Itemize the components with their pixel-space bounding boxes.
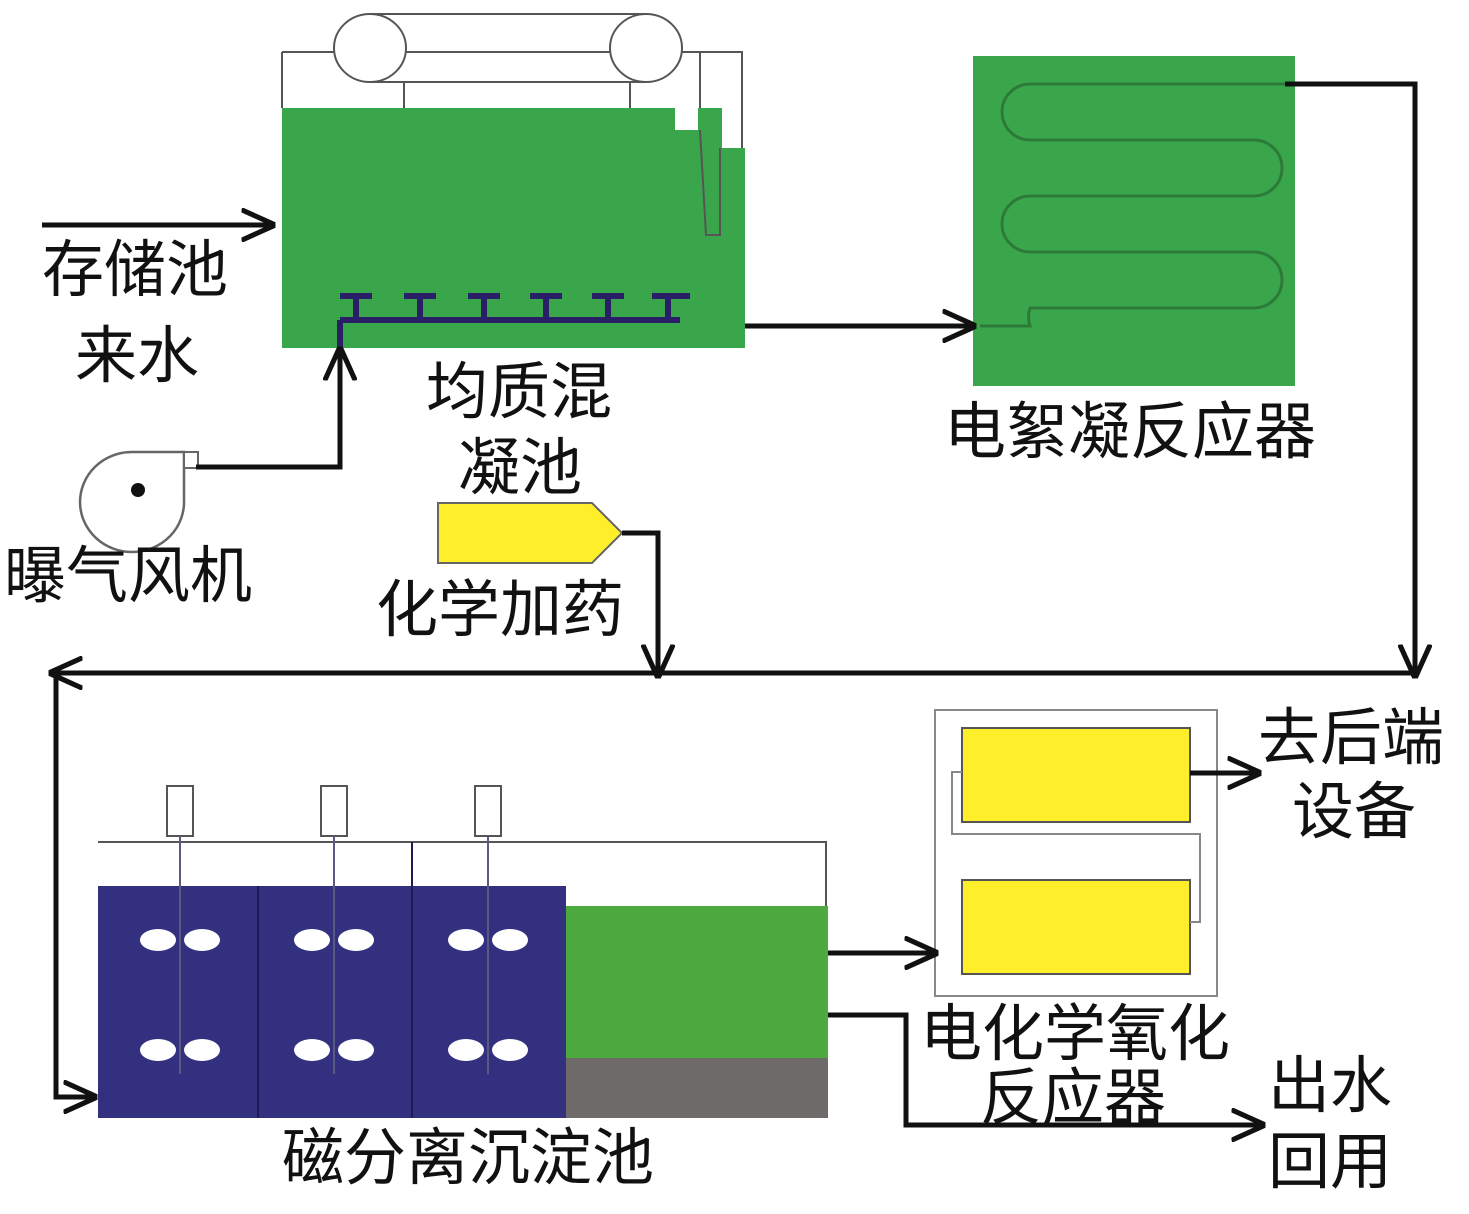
back-end-label-line2: 设备 [1292,775,1417,848]
flow-arrow-reuse [828,1012,1262,1125]
mixer-blade [338,1039,374,1061]
magnetic-tank-label: 磁分离沉淀池 [282,1121,655,1194]
conveyor-belt [333,13,683,108]
mixer-blade [294,929,330,951]
mixing-tank-label-line2: 凝池 [458,431,583,504]
back-end-label-line1: 去后端 [1258,701,1445,774]
flow-arrow-to-magnetic [53,673,94,1097]
tank-water [282,108,745,348]
inflow-label-line1: 存储池 [42,233,229,306]
mixer-blade [338,929,374,951]
flow-arrow-ec-out [1285,81,1415,675]
eo-reactor [934,709,1218,997]
sludge-zone [566,1058,828,1118]
eo-reactor-label-line1: 电化学氧化 [920,997,1231,1070]
flow-arrow-air [196,350,340,470]
reuse-label-line1: 出水 [1268,1049,1393,1122]
flow-lines [42,81,1415,1125]
mixing-tank [281,13,745,358]
mixer-blade [140,1039,176,1061]
ec-reactor [973,56,1295,386]
settling-zone [566,906,828,1058]
mixer-blade [448,1039,484,1061]
chemical-dosing-label: 化学加药 [376,573,625,646]
blower-label: 曝气风机 [4,539,253,612]
blower-icon [78,450,199,554]
mixer-blade [294,1039,330,1061]
serpentine-channel [980,82,1290,328]
mixer-motor-icon [166,785,194,837]
ec-reactor-body [973,56,1295,386]
mixer-motor-icon [320,785,348,837]
mixer-blade [492,1039,528,1061]
chemical-dosing-tank [437,502,624,564]
magnetic-tank-frame [98,841,827,908]
mixer-motor-icon [474,785,502,837]
mixer-blade [492,929,528,951]
inflow-label-line2: 来水 [75,319,200,392]
mixing-tank-label-line1: 均质混 [426,355,613,428]
magnetic-zone [98,886,566,1118]
magnetic-tank [98,785,828,1118]
reuse-label-line2: 回用 [1268,1125,1393,1198]
eo-cell-bottom [961,879,1191,975]
mixer-blade [184,929,220,951]
flow-arrow-dosing [622,530,658,675]
mixer-blade [140,929,176,951]
mixer-blade [448,929,484,951]
mixer-blade [184,1039,220,1061]
overflow-weir [699,129,721,236]
ec-reactor-label: 电絮凝反应器 [944,395,1317,468]
eo-cell-top [961,727,1191,823]
eo-reactor-label-line2: 反应器 [980,1061,1167,1134]
